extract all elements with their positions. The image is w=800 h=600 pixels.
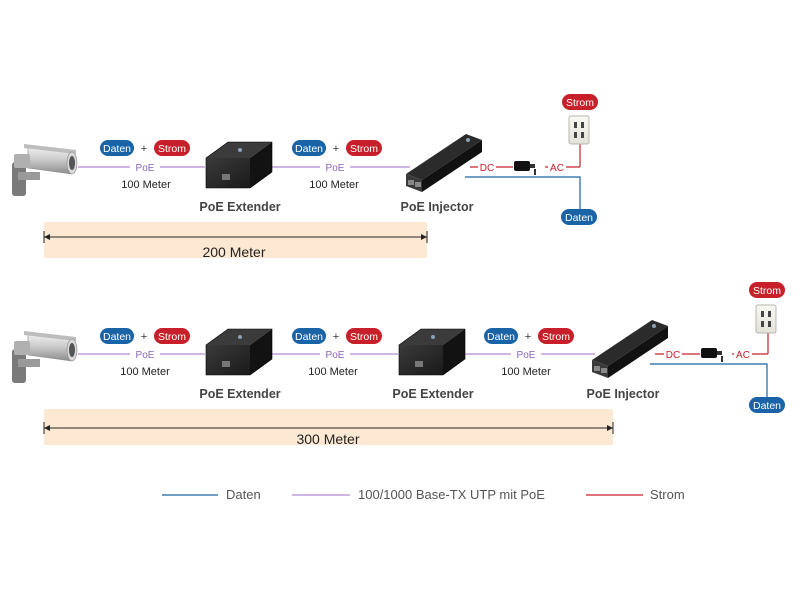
data-pill: Daten [103, 331, 131, 343]
distance-label: 300 Meter [296, 431, 359, 447]
data-power-badge: Daten + Strom [484, 328, 574, 344]
power-adapter-icon [514, 161, 536, 175]
data-pill: Daten [295, 143, 323, 155]
data-power-badge: Daten + Strom [292, 328, 382, 344]
data-pill: Daten [295, 331, 323, 343]
injector-icon [592, 320, 668, 378]
diagram-300m: 300 Meter PoE PoE PoE 100 Meter 100 Mete… [11, 282, 785, 447]
ac-label: AC [550, 163, 564, 174]
power-adapter-icon [701, 348, 723, 362]
svg-text:+: + [333, 331, 339, 343]
diagram-200m: 200 Meter PoE PoE 100 Meter 100 Meter Da… [11, 94, 598, 260]
power-pill: Strom [158, 143, 186, 155]
injector-label: PoE Injector [401, 200, 474, 214]
power-pill: Strom [350, 143, 378, 155]
data-pill: Daten [487, 331, 515, 343]
svg-text:+: + [333, 143, 339, 155]
extender-icon [398, 328, 466, 376]
cable-length-label: 100 Meter [120, 366, 170, 378]
poe-cable-label: PoE [517, 350, 536, 361]
distance-bar [44, 409, 613, 445]
svg-text:+: + [141, 331, 147, 343]
camera-icon [11, 330, 78, 384]
dc-label: DC [480, 163, 494, 174]
cable-length-label: 100 Meter [501, 366, 551, 378]
legend-label-poe: 100/1000 Base-TX UTP mit PoE [358, 487, 545, 502]
ac-label: AC [736, 350, 750, 361]
injector-icon [406, 134, 482, 192]
camera-icon [11, 143, 78, 197]
data-power-badge: Daten + Strom [100, 328, 190, 344]
legend: Daten 100/1000 Base-TX UTP mit PoE Strom [162, 487, 685, 502]
cable-length-label: 100 Meter [121, 179, 171, 191]
cable-length-label: 100 Meter [309, 179, 359, 191]
injector-label: PoE Injector [587, 387, 660, 401]
power-pill: Strom [350, 331, 378, 343]
poe-cable-label: PoE [326, 163, 345, 174]
distance-label: 200 Meter [202, 244, 265, 260]
data-pill: Daten [565, 212, 593, 224]
power-pill: Strom [566, 97, 594, 109]
data-pill: Daten [753, 400, 781, 412]
extender-icon [205, 328, 273, 376]
power-pill: Strom [753, 285, 781, 297]
wall-outlet-icon [755, 304, 777, 334]
distance-bar [44, 222, 427, 258]
poe-cable-label: PoE [136, 350, 155, 361]
legend-label-data: Daten [226, 487, 261, 502]
data-power-badge: Daten + Strom [100, 140, 190, 156]
extender-label: PoE Extender [199, 200, 280, 214]
extender-label: PoE Extender [199, 387, 280, 401]
power-pill: Strom [158, 331, 186, 343]
data-pill: Daten [103, 143, 131, 155]
svg-text:+: + [525, 331, 531, 343]
extender-icon [205, 141, 273, 189]
extender-label: PoE Extender [392, 387, 473, 401]
cable-length-label: 100 Meter [308, 366, 358, 378]
power-pill: Strom [542, 331, 570, 343]
poe-cable-label: PoE [136, 163, 155, 174]
dc-label: DC [666, 350, 680, 361]
poe-cable-label: PoE [326, 350, 345, 361]
legend-label-power: Strom [650, 487, 685, 502]
svg-text:+: + [141, 143, 147, 155]
data-power-badge: Daten + Strom [292, 140, 382, 156]
wall-outlet-icon [568, 115, 590, 145]
